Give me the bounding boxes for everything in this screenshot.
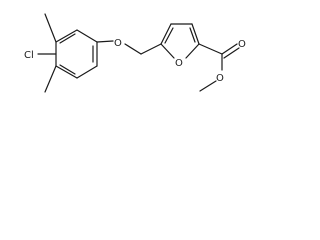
furan-double-bond	[189, 27, 196, 43]
ester-methyl-bond	[199, 80, 217, 92]
chemical-structure: Cl O O O O	[24, 13, 246, 93]
ether-oxygen-label: O	[114, 38, 122, 49]
methyl-bond-bottom	[44, 65, 57, 93]
ring-bond	[76, 65, 98, 79]
carbonyl-double-bond	[221, 43, 238, 55]
furan-ring	[160, 23, 200, 59]
furan-double-bond	[164, 27, 174, 44]
ring-double-bond	[59, 64, 76, 75]
furan-carbonyl-bond	[198, 43, 223, 55]
furan-bond	[160, 23, 172, 45]
furan-oxygen-label: O	[175, 58, 183, 69]
carbonyl-oxygen-label: O	[238, 39, 246, 50]
ester-oxygen-label: O	[216, 73, 224, 84]
ring-bond	[55, 65, 78, 79]
ring-double-bond	[59, 33, 76, 44]
methylene-furan-bond	[140, 43, 162, 55]
chlorine-label: Cl	[24, 50, 34, 61]
oxygen-methylene-bond	[124, 43, 142, 55]
carbonyl-double-bond	[223, 47, 240, 59]
ring-bond	[76, 29, 98, 43]
benzene-ring	[55, 29, 98, 79]
methyl-bond-top	[44, 13, 57, 43]
ring-bond	[55, 29, 78, 43]
furan-bond	[185, 43, 200, 59]
furan-bond	[191, 23, 200, 45]
furan-bond	[160, 43, 175, 59]
aryl-oxygen-bond	[96, 40, 114, 43]
